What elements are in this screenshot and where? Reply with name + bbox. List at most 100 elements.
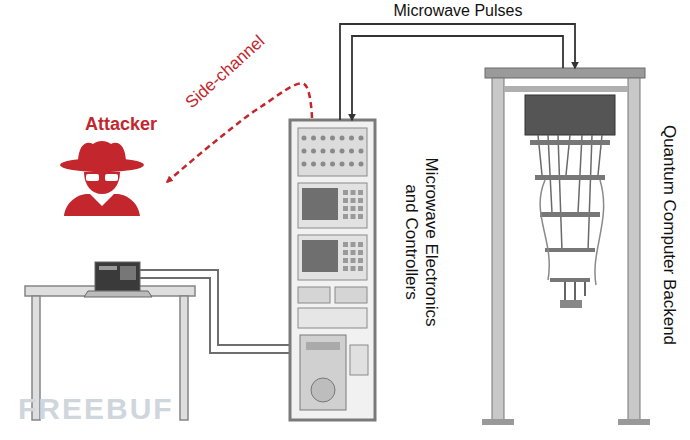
- button-grid: [343, 190, 363, 271]
- knob-row: [302, 136, 364, 167]
- frame-foot: [618, 419, 650, 425]
- button: [358, 242, 363, 247]
- component-label: Quantum Computer Backend: [659, 104, 679, 366]
- stage-plate: [535, 175, 605, 180]
- hat-crown: [78, 141, 126, 163]
- shoulders: [64, 194, 140, 216]
- frame-bar: [485, 68, 645, 78]
- knob: [311, 162, 316, 167]
- knob: [349, 149, 354, 154]
- screen-detail: [120, 266, 136, 280]
- rod: [548, 135, 552, 213]
- stage-plate: [540, 212, 600, 217]
- screen-detail: [99, 266, 117, 270]
- laptop-base: [84, 291, 152, 297]
- button: [358, 258, 363, 263]
- rod: [588, 135, 592, 251]
- rack-module: [335, 287, 367, 303]
- button: [351, 198, 356, 203]
- frame-post: [492, 78, 504, 420]
- laptop: [84, 262, 152, 297]
- signal-label: Microwave Pulses: [394, 2, 523, 20]
- attacker-icon: [60, 141, 144, 216]
- connector: [340, 24, 575, 120]
- knob: [302, 136, 307, 141]
- knob: [340, 136, 345, 141]
- fan: [311, 378, 335, 402]
- coax-cable: [540, 180, 604, 285]
- knob: [311, 149, 316, 154]
- stage-plate: [550, 278, 590, 282]
- qubit-chip: [560, 300, 582, 308]
- button: [351, 190, 356, 195]
- side-channel-label: Side-channel: [183, 32, 269, 112]
- controller-rack: Microwave Electronics and Controllers: [290, 120, 375, 420]
- connector-line: [340, 24, 575, 120]
- button: [358, 206, 363, 211]
- component-label: Microwave Electronics and Controllers: [402, 142, 441, 342]
- button: [358, 250, 363, 255]
- button: [351, 250, 356, 255]
- button: [343, 214, 348, 219]
- glasses: [105, 174, 118, 181]
- frame-post: [628, 78, 640, 420]
- button: [343, 190, 348, 195]
- instrument: [298, 235, 367, 280]
- knob: [330, 162, 335, 167]
- button: [358, 266, 363, 271]
- button: [351, 258, 356, 263]
- frame-foot: [482, 419, 514, 425]
- knob: [349, 136, 354, 141]
- knob: [302, 149, 307, 154]
- laptop-screen: [95, 262, 140, 291]
- knob: [330, 136, 335, 141]
- rack: [290, 120, 375, 420]
- button: [351, 242, 356, 247]
- button: [358, 198, 363, 203]
- unit-detail: [306, 342, 340, 350]
- knob: [321, 136, 326, 141]
- cryostat-top: [525, 95, 615, 135]
- rack-frame: [290, 120, 375, 420]
- knob: [359, 149, 364, 154]
- button: [343, 206, 348, 211]
- connector-line: [352, 36, 563, 120]
- actor-label: Attacker: [85, 114, 157, 135]
- button: [351, 214, 356, 219]
- button: [358, 214, 363, 219]
- face: [84, 172, 120, 194]
- instrument: [298, 183, 367, 228]
- cryostat-frame: [482, 68, 650, 425]
- knob: [349, 162, 354, 167]
- knob: [311, 136, 316, 141]
- knob: [340, 162, 345, 167]
- button: [343, 258, 348, 263]
- knob: [330, 149, 335, 154]
- knob: [321, 149, 326, 154]
- button: [343, 266, 348, 271]
- watermark: FREEBUF: [18, 392, 174, 426]
- frame-bar: [504, 86, 628, 92]
- rod: [558, 135, 562, 251]
- knob: [302, 162, 307, 167]
- button: [351, 206, 356, 211]
- rack-module: [298, 308, 367, 328]
- cryostat-rods: [538, 135, 602, 251]
- attacker-node: Attacker: [55, 110, 165, 218]
- stage-plate: [530, 140, 610, 145]
- instrument-screen: [302, 188, 338, 220]
- quantum-backend: Quantum Computer Backend: [485, 68, 645, 425]
- rack-module: [298, 287, 330, 303]
- glasses: [86, 174, 99, 181]
- rack-module: [350, 345, 368, 375]
- cable: [140, 278, 296, 353]
- knob: [359, 162, 364, 167]
- button: [351, 266, 356, 271]
- knob: [321, 162, 326, 167]
- data-cable: [140, 270, 296, 353]
- rack-module: [298, 128, 367, 176]
- cable: [140, 270, 296, 345]
